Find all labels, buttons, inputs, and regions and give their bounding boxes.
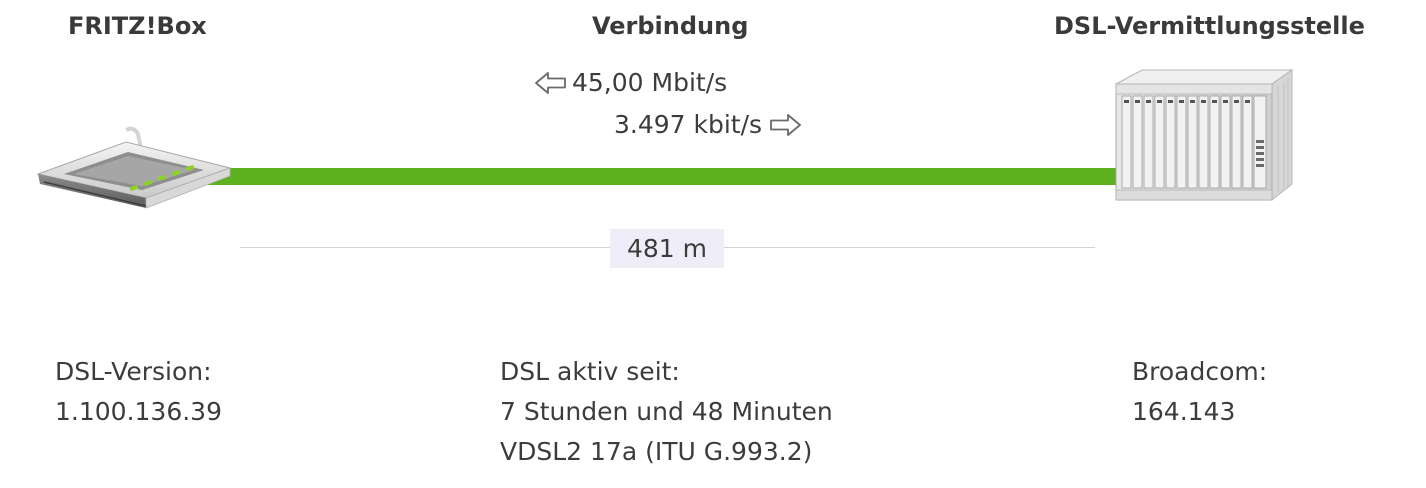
downstream-rate-value: 45,00 Mbit/s — [572, 68, 728, 97]
broadcom-value: 164.143 — [1132, 397, 1236, 426]
fritzbox-router-icon — [34, 124, 234, 210]
fritzbox-heading: FRITZ!Box — [68, 12, 207, 40]
arrow-right-outline-icon — [768, 113, 802, 137]
fritzbox-info: DSL-Version: 1.100.136.39 — [55, 352, 222, 432]
downstream-rate: 45,00 Mbit/s — [534, 68, 727, 97]
exchange-info: Broadcom: 164.143 — [1132, 352, 1267, 432]
dsl-active-duration: 7 Stunden und 48 Minuten — [500, 397, 833, 426]
line-length-badge: 481 m — [610, 229, 724, 268]
dsl-version-label: DSL-Version: — [55, 357, 212, 386]
dsl-line — [208, 168, 1120, 185]
connection-heading: Verbindung — [592, 12, 749, 40]
exchange-heading: DSL-Vermittlungsstelle — [1054, 12, 1365, 40]
upstream-rate: 3.497 kbit/s — [614, 110, 802, 139]
dsl-standard: VDSL2 17a (ITU G.993.2) — [500, 437, 813, 466]
dsl-version-value: 1.100.136.39 — [55, 397, 222, 426]
dslam-rack-icon — [1112, 66, 1296, 206]
arrow-left-outline-icon — [534, 71, 568, 95]
connection-info: DSL aktiv seit: 7 Stunden und 48 Minuten… — [500, 352, 833, 472]
upstream-rate-value: 3.497 kbit/s — [614, 110, 763, 139]
dsl-active-label: DSL aktiv seit: — [500, 357, 680, 386]
broadcom-label: Broadcom: — [1132, 357, 1268, 386]
